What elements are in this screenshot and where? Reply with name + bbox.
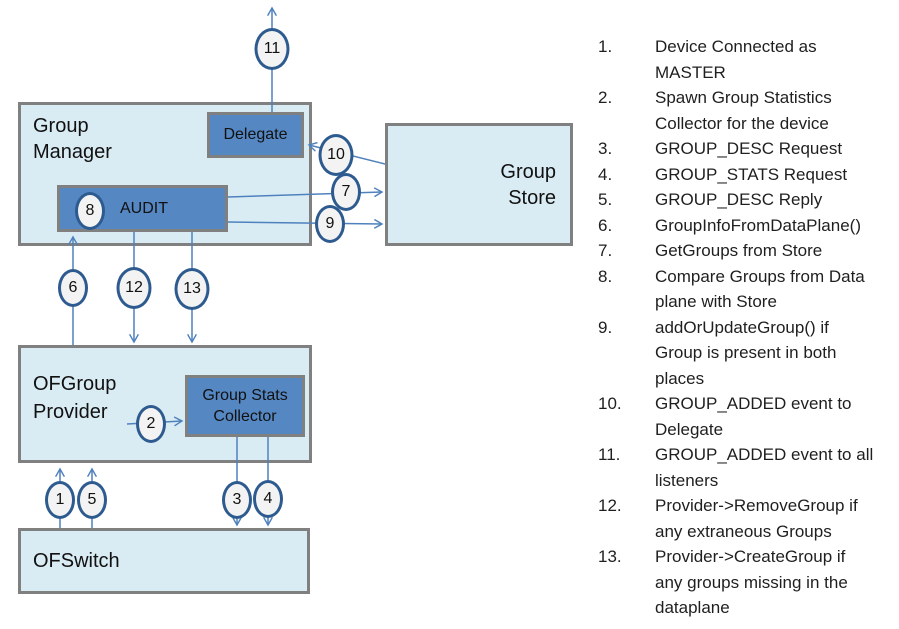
step-badge-4-label: 4 — [263, 490, 273, 507]
legend-item-12-number: 12. — [598, 496, 622, 515]
step-badge-7-label: 7 — [341, 183, 351, 200]
step-badge-13: 13 — [174, 268, 210, 310]
legend-item-13-number: 13. — [598, 547, 622, 566]
step-badge-5: 5 — [77, 481, 107, 519]
legend-item-1-number: 1. — [598, 37, 613, 56]
legend-item-8: 8. Compare Groups from Data plane with S… — [598, 264, 894, 315]
step-badge-4: 4 — [253, 480, 283, 518]
step-badge-1: 1 — [45, 481, 75, 519]
audit-label: AUDIT — [120, 199, 168, 217]
legend-item-12: 12. Provider->RemoveGroup if any extrane… — [598, 493, 894, 544]
step-badge-13-label: 13 — [183, 280, 201, 297]
legend-item-4: 4. GROUP_STATS Request — [598, 162, 894, 188]
delegate-label: Delegate — [223, 126, 288, 143]
step-badge-2: 2 — [136, 405, 166, 443]
legend-item-3-number: 3. — [598, 139, 613, 158]
legend-item-5-text: GROUP_DESC Reply — [655, 190, 823, 209]
group-stats-collector-label: Group Stats Collector — [202, 387, 288, 425]
legend-item-2-number: 2. — [598, 88, 613, 107]
group-store-label: Group Store — [500, 160, 556, 209]
step-badge-8: 8 — [75, 192, 105, 230]
legend-item-9-number: 9. — [598, 317, 613, 337]
group-manager-label: Group Manager — [33, 115, 112, 163]
step-badge-3: 3 — [222, 481, 252, 519]
legend-item-13-text: Provider->CreateGroup if any groups miss… — [655, 547, 848, 617]
delegate-box: Delegate — [207, 112, 304, 158]
step-badge-9-label: 9 — [325, 215, 335, 232]
legend-item-4-text: GROUP_STATS Request — [655, 164, 848, 184]
legend-item-2-text: Spawn Group Statistics Collector for the… — [655, 88, 832, 133]
legend-item-11-text: GROUP_ADDED event to all listeners — [655, 445, 874, 490]
legend-item-2: 2. Spawn Group Statistics Collector for … — [598, 85, 894, 136]
ofswitch-label: OFSwitch — [33, 549, 120, 572]
legend-item-8-number: 8. — [598, 266, 613, 286]
legend-item-10: 10. GROUP_ADDED event to Delegate — [598, 391, 894, 442]
legend-item-5-number: 5. — [598, 190, 613, 209]
group-stats-collector-box: Group Stats Collector — [185, 375, 305, 437]
legend-item-10-number: 10. — [598, 394, 622, 413]
step-badge-11-label: 11 — [263, 40, 281, 57]
step-badge-6-label: 6 — [68, 279, 78, 296]
steps-legend: 1. Device Connected as MASTER 2. Spawn G… — [598, 34, 894, 621]
legend-item-6-text: GroupInfoFromDataPlane() — [655, 215, 861, 235]
step-badge-1-label: 1 — [55, 491, 65, 508]
step-badge-8-label: 8 — [85, 202, 95, 219]
step-badge-12-label: 12 — [125, 279, 143, 296]
step-badge-12: 12 — [116, 267, 152, 309]
legend-item-7: 7. GetGroups from Store — [598, 238, 894, 264]
step-badge-2-label: 2 — [146, 415, 156, 432]
legend-item-11: 11. GROUP_ADDED event to all listeners — [598, 442, 894, 493]
legend-item-9: 9. addOrUpdateGroup() if Group is presen… — [598, 315, 894, 392]
legend-item-5: 5. GROUP_DESC Reply — [598, 187, 894, 213]
legend-item-1: 1. Device Connected as MASTER — [598, 34, 894, 85]
legend-item-4-number: 4. — [598, 164, 613, 184]
step-badge-3-label: 3 — [232, 491, 242, 508]
legend-item-8-text: Compare Groups from Data plane with Stor… — [655, 266, 865, 312]
legend-item-6-number: 6. — [598, 215, 613, 235]
legend-item-7-number: 7. — [598, 241, 613, 260]
legend-item-10-text: GROUP_ADDED event to Delegate — [655, 394, 852, 439]
legend-item-9-text: addOrUpdateGroup() if Group is present i… — [655, 317, 837, 388]
ofswitch-box: OFSwitch — [18, 528, 310, 594]
step-badge-10: 10 — [318, 134, 354, 176]
step-badge-5-label: 5 — [87, 491, 97, 508]
legend-item-7-text: GetGroups from Store — [655, 241, 823, 260]
step-badge-9: 9 — [315, 205, 345, 243]
legend-item-12-text: Provider->RemoveGroup if any extraneous … — [655, 496, 858, 541]
legend-item-11-number: 11. — [598, 445, 621, 464]
legend-item-3-text: GROUP_DESC Request — [655, 139, 843, 158]
step-badge-6: 6 — [58, 269, 88, 307]
step-badge-7: 7 — [331, 173, 361, 211]
step-badge-11: 11 — [254, 28, 290, 70]
legend-item-3: 3. GROUP_DESC Request — [598, 136, 894, 162]
legend-item-13: 13. Provider->CreateGroup if any groups … — [598, 544, 894, 621]
legend-item-6: 6. GroupInfoFromDataPlane() — [598, 213, 894, 239]
ofgroup-provider-label: OFGroup Provider — [33, 373, 117, 423]
step-badge-10-label: 10 — [327, 146, 345, 163]
group-store-box: Group Store — [385, 123, 573, 246]
legend-item-1-text: Device Connected as MASTER — [655, 37, 817, 82]
